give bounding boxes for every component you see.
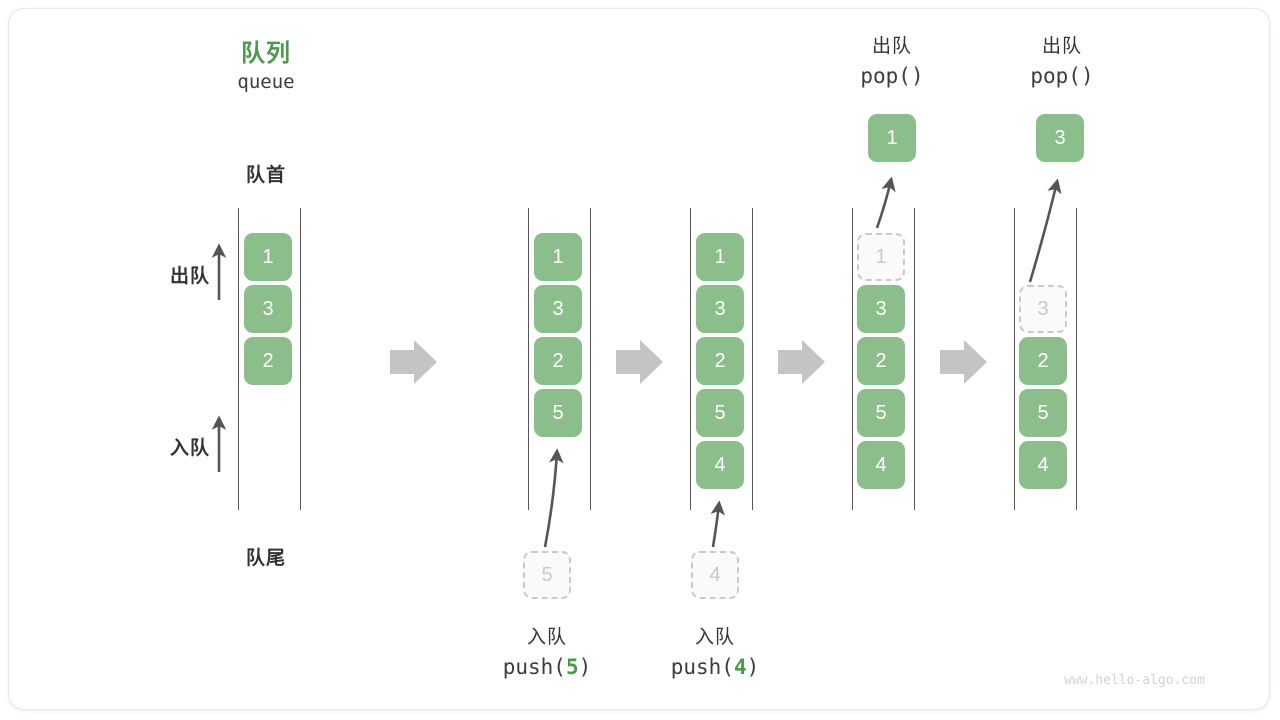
caption-code-push-5: push(5) xyxy=(467,655,627,679)
code-suffix: ) xyxy=(1080,64,1094,88)
queue-rail-left xyxy=(690,208,691,510)
queue-element: 5 xyxy=(857,389,905,437)
queue-element: 2 xyxy=(534,337,582,385)
code-suffix: ) xyxy=(746,655,760,679)
caption-code-push-4: push(4) xyxy=(635,655,795,679)
code-prefix: push( xyxy=(502,655,566,679)
queue-element: 4 xyxy=(1019,441,1067,489)
queue-element: 3 xyxy=(857,285,905,333)
code-suffix: ) xyxy=(910,64,924,88)
queue-element: 1 xyxy=(696,233,744,281)
popped-element: 1 xyxy=(868,114,916,162)
queue-head-label: 队首 xyxy=(245,165,286,186)
queue-rail-left xyxy=(238,208,239,510)
queue-element: 5 xyxy=(1019,389,1067,437)
code-arg: 5 xyxy=(565,655,579,679)
queue-element: 1 xyxy=(244,233,292,281)
caption-cn-pop-3: 出队 xyxy=(1041,36,1082,57)
caption-cn-push-5: 入队 xyxy=(526,627,567,648)
queue-ghost-element: 4 xyxy=(691,551,739,599)
caption-cn-pop-1: 出队 xyxy=(871,36,912,57)
queue-tail-label: 队尾 xyxy=(245,548,286,569)
queue-element: 2 xyxy=(696,337,744,385)
queue-rail-left xyxy=(1014,208,1015,510)
queue-ghost-element: 1 xyxy=(857,233,905,281)
queue-element-new: 5 xyxy=(534,389,582,437)
code-prefix: push( xyxy=(670,655,734,679)
dequeue-direction-label: 出队 xyxy=(169,266,210,287)
diagram-title-cn: 队列 xyxy=(241,40,291,67)
code-prefix: pop( xyxy=(860,64,911,88)
popped-element: 3 xyxy=(1036,114,1084,162)
diagram-card xyxy=(8,8,1270,710)
queue-element: 2 xyxy=(244,337,292,385)
code-prefix: pop( xyxy=(1030,64,1081,88)
queue-element: 3 xyxy=(534,285,582,333)
queue-ghost-element: 3 xyxy=(1019,285,1067,333)
queue-rail-right xyxy=(1076,208,1077,510)
queue-rail-left xyxy=(528,208,529,510)
queue-rail-left xyxy=(852,208,853,510)
caption-code-pop-3: pop() xyxy=(982,64,1142,88)
queue-element: 3 xyxy=(696,285,744,333)
queue-element: 4 xyxy=(857,441,905,489)
queue-ghost-element: 5 xyxy=(523,551,571,599)
queue-rail-right xyxy=(590,208,591,510)
caption-cn-push-4: 入队 xyxy=(694,627,735,648)
watermark: www.hello-algo.com xyxy=(1064,673,1205,688)
queue-element: 5 xyxy=(696,389,744,437)
queue-rail-right xyxy=(914,208,915,510)
queue-element: 3 xyxy=(244,285,292,333)
queue-element: 2 xyxy=(857,337,905,385)
queue-element-new: 4 xyxy=(696,441,744,489)
code-suffix: ) xyxy=(578,655,592,679)
queue-element: 1 xyxy=(534,233,582,281)
code-arg: 4 xyxy=(733,655,747,679)
queue-rail-right xyxy=(752,208,753,510)
enqueue-direction-label: 入队 xyxy=(169,438,210,459)
queue-element: 2 xyxy=(1019,337,1067,385)
diagram-title-en: queue xyxy=(237,71,295,93)
caption-code-pop-1: pop() xyxy=(812,64,972,88)
queue-rail-right xyxy=(300,208,301,510)
